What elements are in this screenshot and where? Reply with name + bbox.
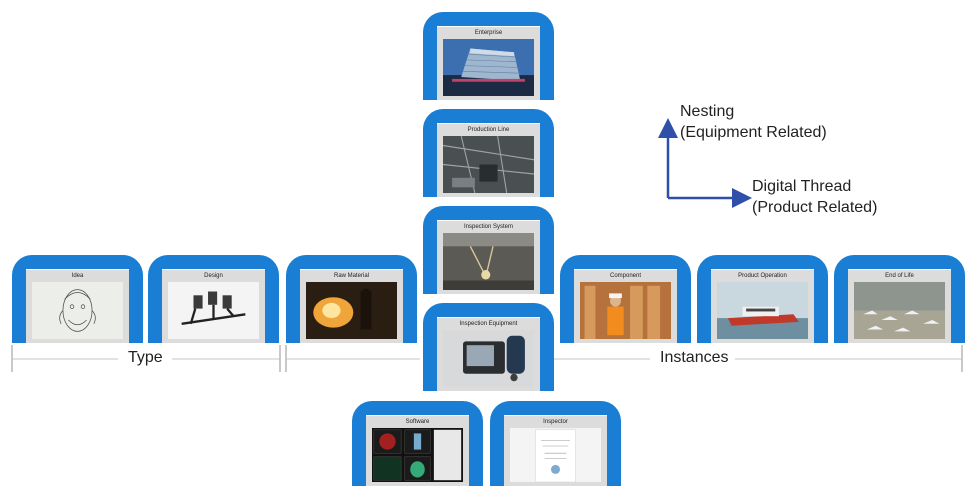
inspection-equipment-image xyxy=(443,330,534,387)
card-title: Software xyxy=(405,419,430,425)
design-drawing-image xyxy=(168,282,259,339)
card-component[interactable]: Component xyxy=(560,255,691,343)
production-line-image xyxy=(443,136,534,193)
software-screenshot-image xyxy=(372,428,463,482)
card-title: Component xyxy=(609,273,642,279)
card-title: Inspection Equipment xyxy=(459,321,518,327)
card-title: Inspection System xyxy=(463,224,514,230)
card-design[interactable]: Design xyxy=(148,255,279,343)
card-enterprise[interactable]: Enterprise xyxy=(423,12,554,100)
card-title: Inspector xyxy=(543,419,568,425)
card-title: Design xyxy=(204,273,223,279)
card-idea[interactable]: Idea xyxy=(12,255,143,343)
card-title: Idea xyxy=(71,273,84,279)
card-title: Production Line xyxy=(467,127,510,133)
type-label: Type xyxy=(128,349,163,366)
card-inspector[interactable]: Inspector xyxy=(490,401,621,486)
component-image xyxy=(580,282,671,339)
instances-label: Instances xyxy=(660,349,729,366)
raw-material-image xyxy=(306,282,397,339)
inspector-certificate-image xyxy=(510,428,601,482)
end-of-life-image xyxy=(854,282,945,339)
nesting-label: Nesting (Equipment Related) xyxy=(680,103,827,141)
card-product-operation[interactable]: Product Operation xyxy=(697,255,828,343)
enterprise-building-image xyxy=(443,39,534,96)
card-inspection-equipment[interactable]: Inspection Equipment xyxy=(423,303,554,391)
card-end-of-life[interactable]: End of Life xyxy=(834,255,965,343)
inspection-system-image xyxy=(443,233,534,290)
card-inspection-system[interactable]: Inspection System xyxy=(423,206,554,294)
card-title: Raw Material xyxy=(333,273,369,279)
product-operation-image xyxy=(717,282,808,339)
card-title: Enterprise xyxy=(474,30,503,36)
card-production-line[interactable]: Production Line xyxy=(423,109,554,197)
idea-sketch-image xyxy=(32,282,123,339)
card-raw-material[interactable]: Raw Material xyxy=(286,255,417,343)
digital-thread-label: Digital Thread (Product Related) xyxy=(752,178,878,216)
card-title: Product Operation xyxy=(738,273,787,279)
card-software[interactable]: Software xyxy=(352,401,483,486)
card-title: End of Life xyxy=(885,273,914,279)
